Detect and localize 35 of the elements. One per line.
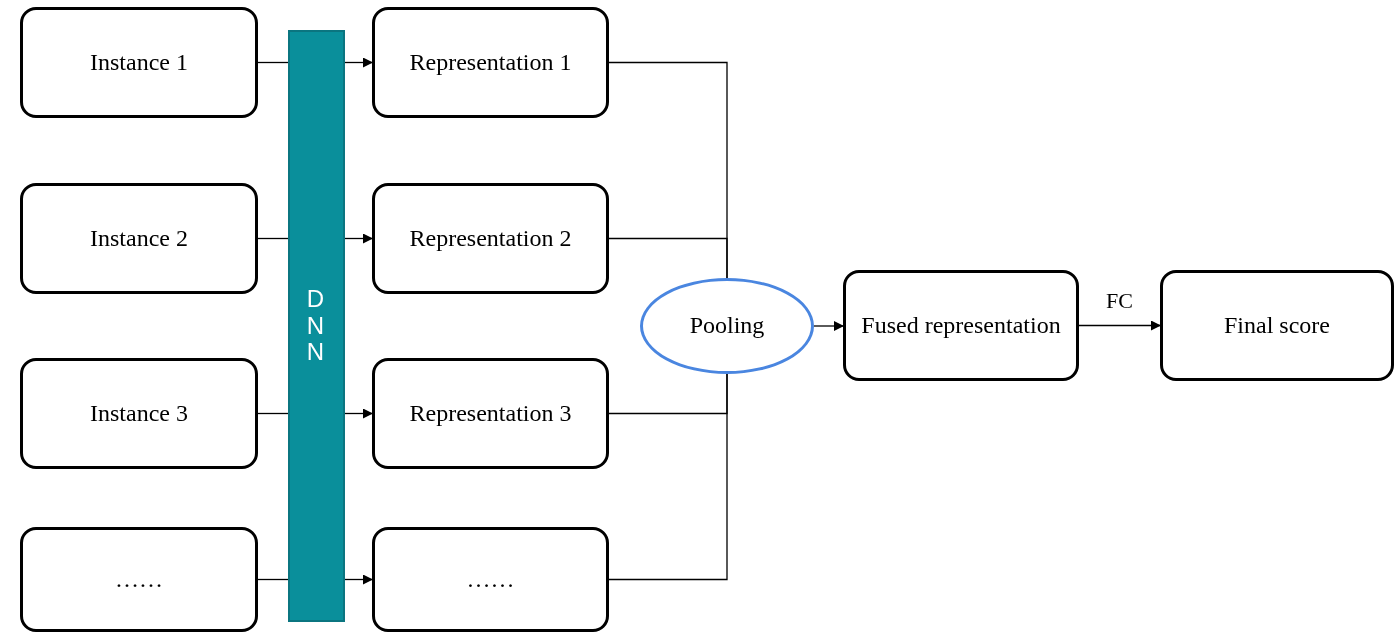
- node-label: Instance 2: [90, 223, 188, 253]
- process-box: [372, 183, 609, 294]
- node-label: Representation 2: [409, 223, 572, 253]
- connector-line: [608, 373, 728, 581]
- connector-line: [608, 237, 728, 279]
- arrow: [1078, 320, 1161, 331]
- connector-line: [257, 237, 289, 240]
- connector-line: [257, 61, 289, 64]
- process-box: [372, 7, 609, 118]
- node-label: ……: [115, 564, 163, 594]
- process-box: [20, 358, 258, 469]
- connector-line: [257, 578, 289, 581]
- arrow: [344, 574, 373, 585]
- arrow: [344, 408, 373, 419]
- network-bar: [288, 30, 345, 622]
- process-box: [372, 527, 609, 632]
- node-label: Final score: [1224, 310, 1330, 340]
- node-label: Representation 1: [409, 47, 572, 77]
- process-box: [372, 358, 609, 469]
- node-label: Pooling: [689, 311, 765, 341]
- node-label: Instance 1: [90, 47, 188, 77]
- arrow: [344, 57, 373, 68]
- bar-label: DNN: [305, 286, 328, 366]
- node-label: Instance 3: [90, 398, 188, 428]
- node-label: Fused representation: [861, 310, 1061, 340]
- process-box: [20, 527, 258, 632]
- process-box: [20, 183, 258, 294]
- process-box: [1160, 270, 1394, 381]
- arrow: [813, 321, 844, 331]
- node-label: ……: [466, 564, 515, 594]
- arrow: [344, 233, 373, 244]
- process-box: [843, 270, 1079, 381]
- connector-line: [257, 412, 289, 415]
- node-label: Representation 3: [409, 398, 572, 428]
- process-box: [20, 7, 258, 118]
